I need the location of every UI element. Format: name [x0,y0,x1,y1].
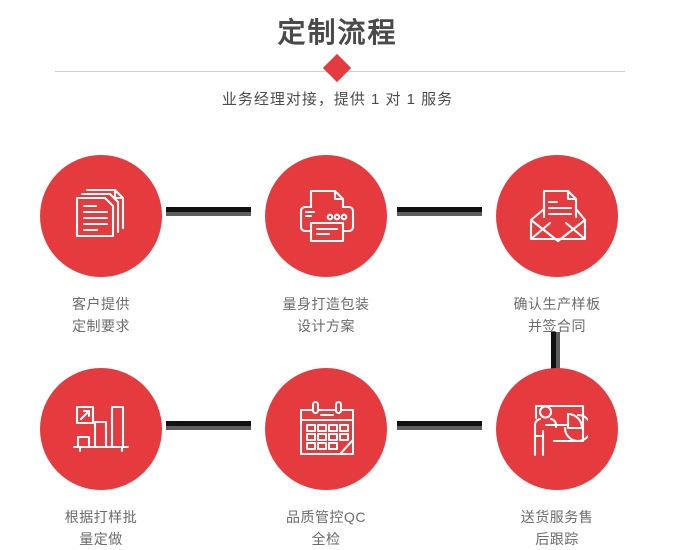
step-5-label-line2: 全检 [311,531,341,547]
connector-bar-shadow [166,426,251,430]
step-6-label-line2: 后跟踪 [535,531,579,547]
calendar-icon [295,398,357,460]
process-step-2[interactable]: 量身打造包装 设计方案 [233,155,419,337]
presentation-person-piechart-icon [526,398,588,460]
documents-stack-icon [70,185,132,247]
step-2-label: 量身打造包装 设计方案 [233,293,419,337]
connector-bar-dark [166,421,251,426]
step-6-label: 送货服务售 后跟踪 [464,506,650,550]
diamond-accent-icon [322,53,352,83]
step-3-label: 确认生产样板 并签合同 [464,293,650,337]
page-title: 定制流程 [277,17,398,48]
connector-step2-step3 [397,207,482,216]
connector-bar-shadow [397,212,482,216]
step-5-icon-circle[interactable] [265,368,387,490]
envelope-document-icon [526,185,588,247]
step-2-icon-circle[interactable] [265,155,387,277]
step-2-label-line1: 量身打造包装 [282,296,370,312]
step-5-label: 品质管控QC 全检 [233,506,419,550]
process-step-3[interactable]: 确认生产样板 并签合同 [464,155,650,337]
connector-step3-step6 [551,332,560,374]
connector-bar-dark [166,207,251,212]
step-1-label: 客户提供 定制要求 [8,293,194,337]
step-4-label-line2: 量定做 [79,531,123,547]
process-step-4[interactable]: 根据打样批 量定做 [8,368,194,550]
connector-bar-dark [551,332,556,374]
process-step-6[interactable]: 送货服务售 后跟踪 [464,368,650,550]
bar-chart-growth-icon [70,398,132,460]
step-1-label-line1: 客户提供 [72,296,130,312]
step-4-icon-circle[interactable] [40,368,162,490]
step-3-label-line1: 确认生产样板 [513,296,601,312]
process-step-1[interactable]: 客户提供 定制要求 [8,155,194,337]
step-1-icon-circle[interactable] [40,155,162,277]
connector-bar-shadow [556,332,560,374]
step-4-label-line1: 根据打样批 [64,509,138,525]
connector-step1-step2 [166,207,251,216]
process-step-5[interactable]: 品质管控QC 全检 [233,368,419,550]
connector-step5-step6 [397,421,482,430]
page-subtitle: 业务经理对接，提供 1 对 1 服务 [221,91,454,108]
step-3-label-line2: 并签合同 [528,318,586,334]
connector-bar-shadow [397,426,482,430]
step-4-label: 根据打样批 量定做 [8,506,194,550]
connector-step4-step5 [166,421,251,430]
printer-icon [295,185,357,247]
connector-bar-dark [397,421,482,426]
step-6-label-line1: 送货服务售 [520,509,594,525]
connector-bar-dark [397,207,482,212]
step-1-label-line2: 定制要求 [72,318,130,334]
step-3-icon-circle[interactable] [496,155,618,277]
step-5-label-line1: 品质管控QC [286,509,366,525]
connector-bar-shadow [166,212,251,216]
step-6-icon-circle[interactable] [496,368,618,490]
step-2-label-line2: 设计方案 [297,318,355,334]
